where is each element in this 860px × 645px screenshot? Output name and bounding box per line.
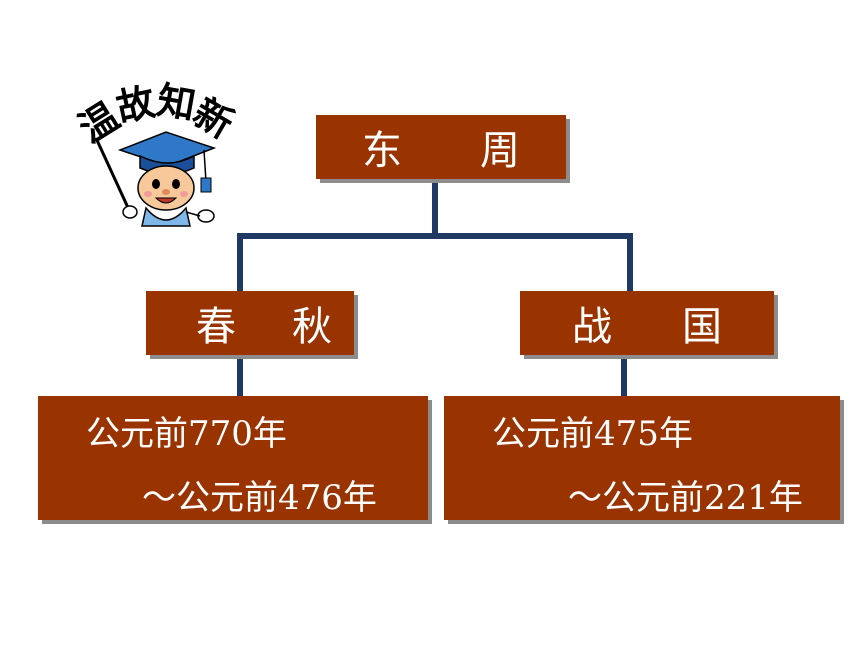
connector-right-down: [627, 233, 633, 293]
date-zhanguo-start: 公元前475年: [492, 414, 693, 454]
node-chunqiu-char1: 春: [196, 304, 236, 350]
node-zhanguo-char1: 战: [572, 304, 612, 350]
connector-right-to-date: [621, 358, 627, 398]
node-chunqiu-char2: 秋: [292, 304, 332, 350]
date-box-zhanguo: 公元前475年 ～公元前221年: [444, 396, 840, 520]
node-zhanguo-char2: 国: [682, 304, 722, 350]
node-dongzhou-char1: 东: [362, 128, 402, 174]
date-box-chunqiu: 公元前770年 ～公元前476年: [38, 396, 428, 520]
date-chunqiu-start: 公元前770年: [86, 414, 287, 454]
connector-horizontal: [237, 233, 633, 239]
date-chunqiu-end: ～公元前476年: [142, 478, 377, 518]
node-dongzhou: 东 周: [316, 115, 566, 179]
node-dongzhou-char2: 周: [480, 128, 520, 174]
date-zhanguo-end: ～公元前221年: [568, 478, 803, 518]
node-chunqiu: 春 秋: [146, 291, 354, 355]
connector-left-down: [237, 233, 243, 293]
node-zhanguo: 战 国: [520, 291, 774, 355]
connector-left-to-date: [237, 358, 243, 398]
connector-root-down: [432, 180, 438, 236]
graduate-mascot-icon: [94, 131, 217, 227]
